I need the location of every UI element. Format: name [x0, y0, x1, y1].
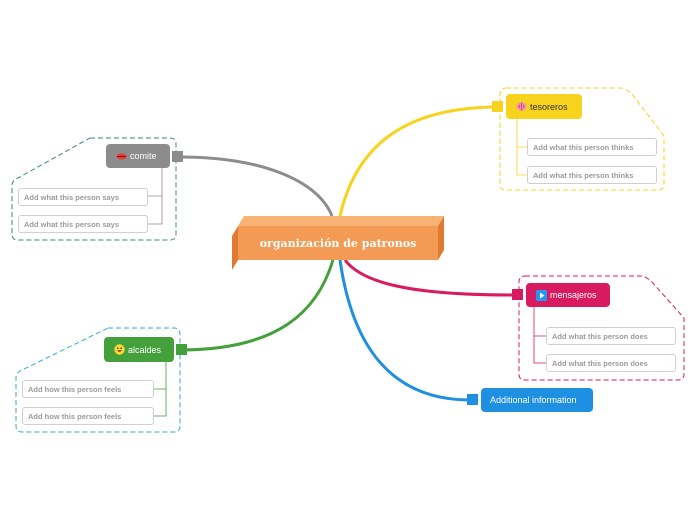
group-outline-tesoreros [499, 87, 665, 191]
leaf-item[interactable]: Add what this person thinks [527, 138, 657, 156]
brain-icon [516, 101, 527, 112]
group-outline-alcaldes [15, 327, 181, 433]
leaf-item[interactable]: Add what this person does [546, 327, 676, 345]
central-right-face [438, 216, 444, 260]
leaf-item[interactable]: Add how this person feels [22, 380, 154, 398]
port-comite [172, 151, 183, 162]
central-top-face [238, 216, 444, 226]
connector-tesoreros [338, 105, 499, 217]
play-icon [536, 289, 547, 301]
topic-label: Additional information [490, 395, 577, 405]
topic-label: tesoreros [530, 101, 568, 112]
lips-icon [116, 151, 127, 162]
connector-alcaldes [179, 259, 335, 352]
leaf-connectors-comite [148, 168, 163, 225]
topic-label: comite [130, 151, 157, 161]
port-mensajeros [512, 289, 523, 300]
leaf-item[interactable]: Add what this person says [18, 215, 148, 233]
leaf-connectors-mensajeros [533, 306, 546, 364]
topic-additional-information[interactable]: Additional information [481, 388, 593, 412]
leaf-item[interactable]: Add what this person thinks [527, 166, 657, 184]
connector-additional [338, 259, 471, 402]
leaf-connectors-alcaldes [154, 360, 167, 417]
topic-tesoreros[interactable]: tesoreros [506, 94, 582, 119]
connector-comite [179, 155, 334, 217]
leaf-item[interactable]: Add what this person does [546, 354, 676, 372]
topic-label: mensajeros [550, 290, 597, 300]
topic-mensajeros[interactable]: mensajeros [526, 283, 610, 307]
connector-mensajeros [343, 259, 513, 297]
topic-label: alcaldes [128, 344, 162, 355]
leaf-item[interactable]: Add what this person says [18, 188, 148, 206]
leaf-item[interactable]: Add how this person feels [22, 407, 154, 425]
port-additional [467, 394, 478, 405]
central-topic[interactable]: organización de patronos [238, 226, 438, 260]
group-outline-comite [11, 137, 177, 241]
group-outline-mensajeros [518, 275, 685, 381]
port-alcaldes [176, 344, 187, 355]
port-tesoreros [492, 101, 503, 112]
smiley-icon [114, 344, 125, 355]
topic-comite[interactable]: comite [106, 144, 170, 168]
central-left-face [232, 226, 238, 270]
leaf-connectors-tesoreros [516, 118, 527, 176]
topic-alcaldes[interactable]: alcaldes [104, 337, 174, 362]
